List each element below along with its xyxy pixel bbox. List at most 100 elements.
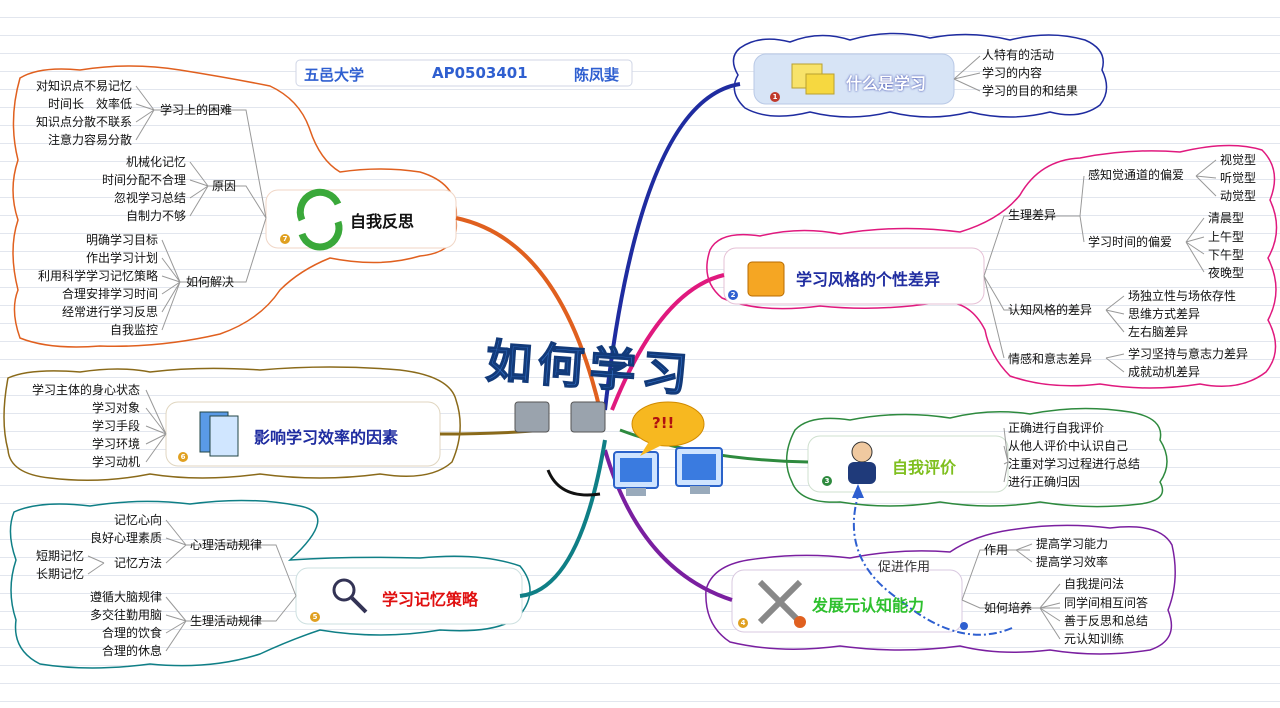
sub-topic: 如何解决 — [186, 275, 235, 289]
list-item: 下午型 — [1208, 248, 1245, 262]
topic-5-title[interactable]: 学习记忆策略 — [382, 590, 479, 609]
list-item: 机械化记忆 — [125, 155, 186, 169]
topic-7-title[interactable]: 自我反思 — [350, 212, 415, 231]
list-item: 多交往勤用脑 — [89, 608, 162, 622]
list-item: 注意力容易分散 — [47, 133, 132, 147]
list-item: 明确学习目标 — [85, 233, 158, 247]
list-item: 上午型 — [1208, 230, 1245, 244]
list-item: 成就动机差异 — [1128, 365, 1201, 379]
topic-1-number: 1 — [770, 92, 780, 102]
tools-icon — [757, 579, 806, 628]
note-icon — [791, 63, 835, 95]
list-item: 经常进行学习反思 — [61, 305, 158, 319]
cloud-t7 — [12, 65, 458, 348]
list-item: 思维方式差异 — [1128, 307, 1201, 321]
link-arrow — [852, 495, 1013, 636]
computer-icon — [514, 401, 723, 497]
list-item: 进行正确归因 — [1008, 475, 1081, 489]
list-item: 从他人评价中认识自己 — [1008, 439, 1129, 453]
list-item: 善于反思和总结 — [1064, 614, 1149, 628]
student-name: 陈凤婓 — [574, 66, 620, 84]
cloud-t4 — [705, 524, 1176, 655]
topic-1-title[interactable]: 什么是学习 — [846, 74, 927, 93]
cloud-t3 — [786, 407, 1168, 508]
topic-4-title[interactable]: 发展元认知能力 — [812, 596, 925, 615]
list-item: 学习动机 — [91, 455, 140, 469]
list-item: 记忆心向 — [113, 513, 162, 527]
search-icon — [332, 578, 368, 614]
list-item: 动觉型 — [1220, 189, 1257, 203]
list-item: 学习坚持与意志力差异 — [1128, 347, 1249, 361]
list-item: 知识点分散不联系 — [35, 115, 132, 129]
list-item: 合理的饮食 — [101, 626, 162, 640]
topic-3-title[interactable]: 自我评价 — [892, 458, 957, 477]
sub-topic: 生理差异 — [1008, 208, 1057, 222]
list-item: 场独立性与场依存性 — [1128, 289, 1237, 303]
book-icon — [747, 261, 785, 297]
list-item: 听觉型 — [1220, 171, 1257, 185]
sub-topic: 情感和意志差异 — [1008, 352, 1093, 366]
branch-t5 — [519, 439, 607, 598]
sub-topic: 原因 — [212, 179, 237, 193]
sub-topic: 生理活动规律 — [190, 614, 263, 628]
list-item: 学习环境 — [91, 437, 140, 451]
sub-topic: 记忆方法 — [113, 556, 162, 570]
sub-topic: 感知觉通道的偏爱 — [1088, 168, 1185, 182]
list-item: 正确进行自我评价 — [1008, 421, 1105, 435]
list-item: 自我提问法 — [1064, 577, 1125, 591]
list-item: 时间分配不合理 — [101, 173, 186, 187]
list-item: 短期记忆 — [35, 549, 84, 563]
bubble-text: ?!! — [652, 414, 675, 432]
branch-t1 — [603, 82, 741, 411]
user-icon — [848, 441, 876, 484]
list-item: 合理安排学习时间 — [61, 287, 158, 301]
list-item: 左右脑差异 — [1128, 325, 1189, 339]
sub-topic: 学习时间的偏爱 — [1088, 235, 1173, 249]
list-item: 提高学习能力 — [1036, 537, 1109, 551]
list-item: 学习的内容 — [982, 66, 1043, 80]
bubble-icon — [631, 401, 705, 456]
list-item: 自制力不够 — [125, 209, 186, 223]
list-item: 清晨型 — [1208, 211, 1245, 225]
list-item: 视觉型 — [1220, 153, 1257, 167]
list-item: 良好心理素质 — [89, 531, 162, 545]
cloud-t1 — [732, 32, 1108, 118]
student-id: AP0503401 — [432, 64, 528, 82]
list-item: 学习手段 — [91, 419, 140, 433]
list-item: 人特有的活动 — [982, 48, 1055, 62]
cloud-t6 — [3, 366, 461, 481]
list-item: 作出学习计划 — [85, 251, 158, 265]
list-item: 夜晚型 — [1208, 266, 1245, 280]
sub-topic: 作用 — [984, 543, 1009, 557]
list-item: 利用科学学习记忆策略 — [37, 269, 158, 283]
school-name: 五邑大学 — [304, 66, 365, 84]
topic-6-number: 6 — [178, 452, 188, 462]
sub-topic: 心理活动规律 — [190, 538, 263, 552]
list-item: 同学间相互问答 — [1064, 596, 1149, 610]
topic-3-number: 3 — [822, 476, 832, 486]
list-item: 时间长 效率低 — [47, 97, 132, 111]
list-item: 自我监控 — [109, 323, 158, 337]
refresh-icon — [296, 188, 343, 251]
list-item: 遵循大脑规律 — [89, 590, 162, 604]
list-item: 忽视学习总结 — [113, 191, 186, 205]
files-icon — [199, 411, 239, 457]
topic-7-number: 7 — [280, 234, 290, 244]
list-item: 元认知训练 — [1064, 632, 1125, 646]
sub-topic: 认知风格的差异 — [1008, 303, 1093, 317]
list-item: 提高学习效率 — [1036, 555, 1109, 569]
topic-2-title[interactable]: 学习风格的个性差异 — [796, 270, 941, 289]
sub-topic: 学习上的困难 — [160, 103, 233, 117]
topic-2-number: 2 — [728, 290, 738, 300]
list-item: 长期记忆 — [35, 567, 84, 581]
topic-4-number: 4 — [738, 618, 748, 628]
branch-t2 — [610, 273, 725, 411]
topic-5-number: 5 — [310, 612, 320, 622]
branch-t7 — [455, 216, 602, 411]
link-label: 促进作用 — [878, 560, 931, 575]
list-item: 合理的休息 — [101, 644, 162, 658]
topic-6-title[interactable]: 影响学习效率的因素 — [254, 428, 399, 447]
sub-topic: 如何培养 — [984, 601, 1033, 615]
